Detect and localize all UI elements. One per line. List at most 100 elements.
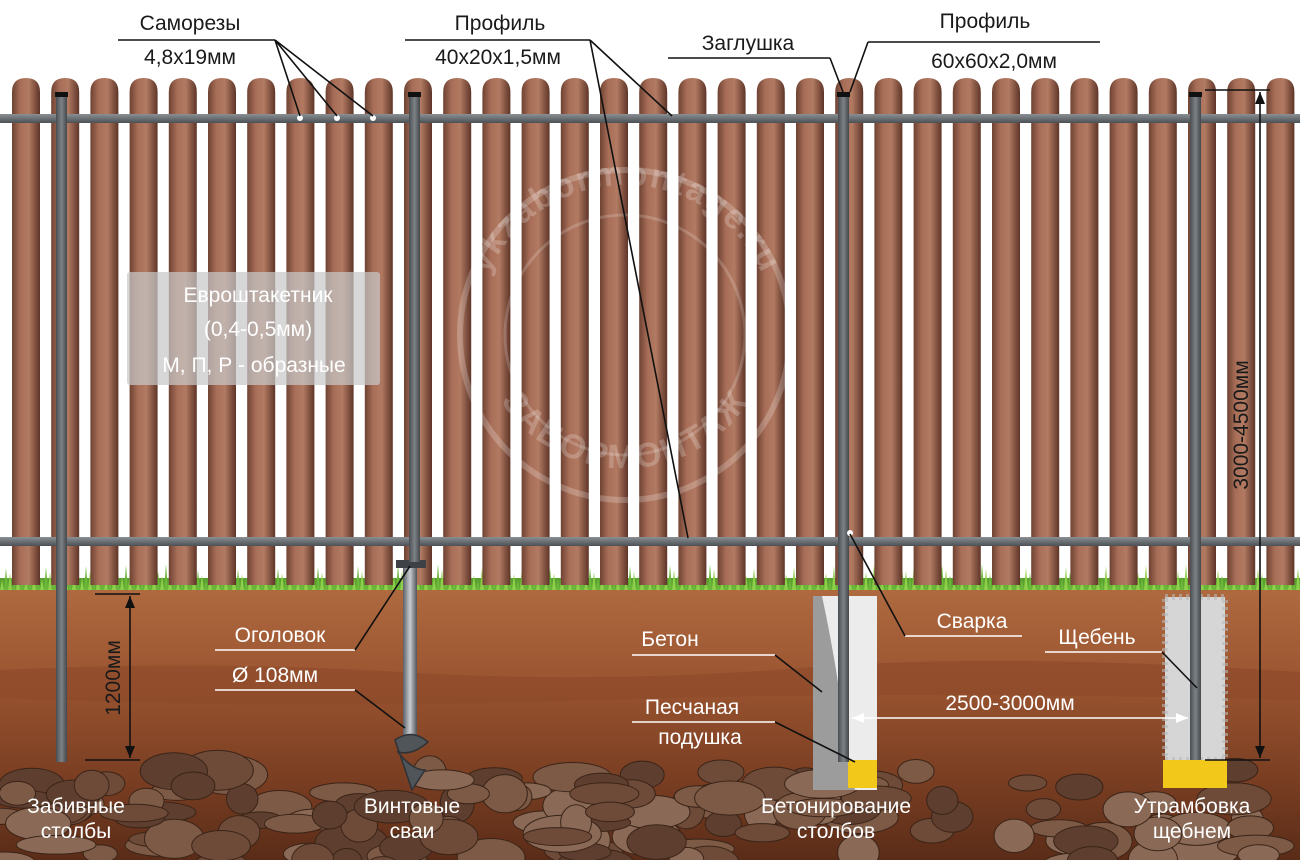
span-dimension-label: 2500-3000мм xyxy=(945,692,1074,715)
post-cap xyxy=(408,92,421,97)
grass-blade xyxy=(84,566,88,590)
grass-blade xyxy=(744,575,748,590)
grass-blade xyxy=(160,576,164,590)
grass-blade xyxy=(592,572,596,590)
height-dimension: 3000-4500мм xyxy=(1205,89,1270,761)
grass-blade xyxy=(712,569,716,590)
picket xyxy=(639,78,668,585)
picket xyxy=(1109,78,1138,585)
grass-blade xyxy=(8,573,12,590)
picket xyxy=(717,78,746,585)
grass-blade xyxy=(280,573,284,590)
grass-blade xyxy=(596,577,600,590)
method-gravel-2: щебнем xyxy=(1153,820,1231,843)
stone xyxy=(191,830,251,860)
method-screw-piles-2: сваи xyxy=(390,820,435,843)
sand-cushion-label: Песчаная xyxy=(645,696,739,719)
grass-blade xyxy=(1180,576,1184,590)
stone xyxy=(369,856,397,860)
weld-dot xyxy=(847,530,853,536)
bottom-rail xyxy=(0,537,1300,546)
screw-pile xyxy=(394,560,430,792)
grass-blade xyxy=(164,564,168,590)
method-driven-posts: Забивные xyxy=(27,795,125,818)
grass-blade xyxy=(512,574,516,590)
grass-blade xyxy=(668,565,672,590)
grass-blade xyxy=(588,567,592,590)
post-gravel xyxy=(1190,92,1201,760)
grass-blade xyxy=(944,570,948,590)
stone xyxy=(837,834,880,860)
picket-shapes: М, П, Р - образные xyxy=(162,354,345,377)
picket xyxy=(1266,78,1295,585)
grass-blade xyxy=(196,570,200,590)
grass-blade xyxy=(156,571,160,590)
pile-head-label: Оголовок xyxy=(235,624,327,647)
grass-blade xyxy=(516,579,520,590)
stone xyxy=(0,780,37,806)
grass-blade xyxy=(476,580,480,590)
picket xyxy=(1031,78,1060,585)
grass-blade xyxy=(1060,579,1064,590)
underground-callouts: Оголовок Ø 108мм Бетон Песчаная подушка … xyxy=(215,533,1198,763)
grass-blade xyxy=(392,577,396,590)
stone xyxy=(1055,773,1104,801)
stone xyxy=(926,785,959,815)
grass-blade xyxy=(88,571,92,590)
grass-blade xyxy=(1264,579,1268,590)
grass-blade xyxy=(472,575,476,590)
screw-dot xyxy=(334,115,340,121)
grass-blade xyxy=(244,579,248,590)
grass-blade xyxy=(788,579,792,590)
grass-blade xyxy=(48,572,52,590)
grass-blade xyxy=(1144,565,1148,590)
stone xyxy=(522,827,593,847)
soil-layer xyxy=(0,660,1300,705)
grass-blade xyxy=(1216,570,1220,590)
concrete-label: Бетон xyxy=(641,628,698,651)
grass-blade xyxy=(284,578,288,590)
grass-blade xyxy=(0,580,4,590)
grass-blade xyxy=(200,575,204,590)
profile-large-size: 60х60х2,0мм xyxy=(931,50,1057,73)
grass-blade xyxy=(124,565,128,590)
picket xyxy=(992,78,1020,585)
picket xyxy=(1070,78,1099,585)
pile-head xyxy=(396,560,426,568)
stone xyxy=(626,824,687,860)
grass-blade xyxy=(792,567,796,590)
picket-info-box: Евроштакетник (0,4-0,5мм) М, П, Р - обра… xyxy=(127,272,380,385)
stone xyxy=(694,780,766,816)
method-driven-posts-2: столбы xyxy=(41,820,111,843)
sand-cushion xyxy=(848,760,877,788)
grass-blade xyxy=(436,564,440,590)
grass-blade xyxy=(4,568,8,590)
stone xyxy=(1025,798,1062,821)
grass-blade xyxy=(1136,572,1140,590)
stone xyxy=(311,800,348,830)
post-cap xyxy=(837,92,850,97)
grass-blade xyxy=(948,575,952,590)
stone xyxy=(993,818,1035,854)
grass-blade xyxy=(236,569,240,590)
top-rail xyxy=(0,114,1300,123)
picket xyxy=(521,78,550,585)
grass-blade xyxy=(1020,580,1024,590)
grass-blade xyxy=(1296,568,1300,590)
grass-blade xyxy=(1256,569,1260,590)
method-concreting-2: столбов xyxy=(797,820,875,843)
grass-blade xyxy=(1140,577,1144,590)
grass-blade xyxy=(828,578,832,590)
grass-blade xyxy=(672,570,676,590)
stone xyxy=(15,834,97,855)
method-concreting: Бетонирование xyxy=(761,795,911,818)
gravel-label: Щебень xyxy=(1058,626,1135,649)
post-cap xyxy=(55,92,68,97)
stone xyxy=(1066,846,1118,860)
stone xyxy=(331,848,363,860)
profile-large-label: Профиль xyxy=(940,10,1031,33)
picket xyxy=(90,78,119,585)
grass-blade xyxy=(1224,580,1228,590)
post-cap xyxy=(1189,92,1202,97)
grass-blade xyxy=(824,573,828,590)
